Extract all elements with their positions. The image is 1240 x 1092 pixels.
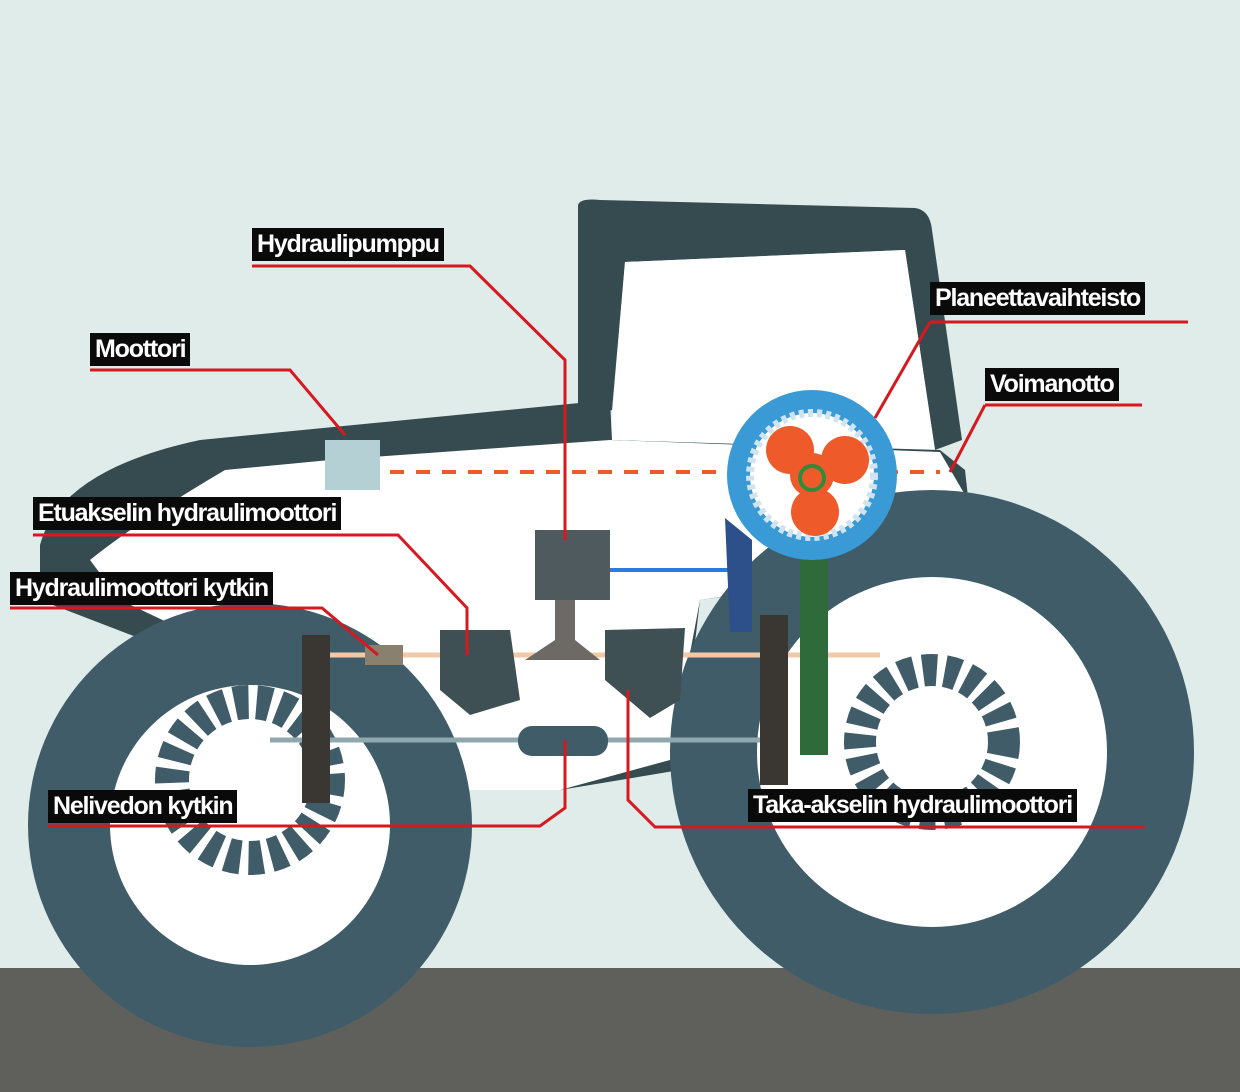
label-rear-axle-motor: Taka-akselin hydraulimoottori [748,789,1077,822]
front-gear [302,635,330,803]
label-engine: Moottori [90,333,191,366]
label-four-wd-clutch: Nelivedon kytkin [48,790,238,823]
pto-shaft-gear [725,518,752,632]
four-wd-clutch [518,726,608,756]
cab-frame [578,199,962,450]
label-motor-clutch: Hydraulimoottori kytkin [10,572,273,605]
engine [325,440,380,490]
rear-rim [757,577,1107,927]
cab-window [610,250,935,450]
pto-gear [800,560,828,755]
motor-clutch [365,645,403,665]
sun-gear [798,464,826,492]
label-hydraulic-pump: Hydraulipumppu [252,228,444,261]
rear-gear [760,615,788,785]
rear-axle-motor [605,628,685,718]
leader-lines [10,264,1188,829]
hydraulic-pump [535,530,610,600]
label-pto: Voimanotto [985,368,1119,401]
hydraulic-manifold [525,600,600,660]
label-front-axle-motor: Etuakselin hydraulimoottori [33,497,342,530]
front-axle-motor [440,630,520,715]
label-planetary-gear: Planeettavaihteisto [930,282,1146,315]
